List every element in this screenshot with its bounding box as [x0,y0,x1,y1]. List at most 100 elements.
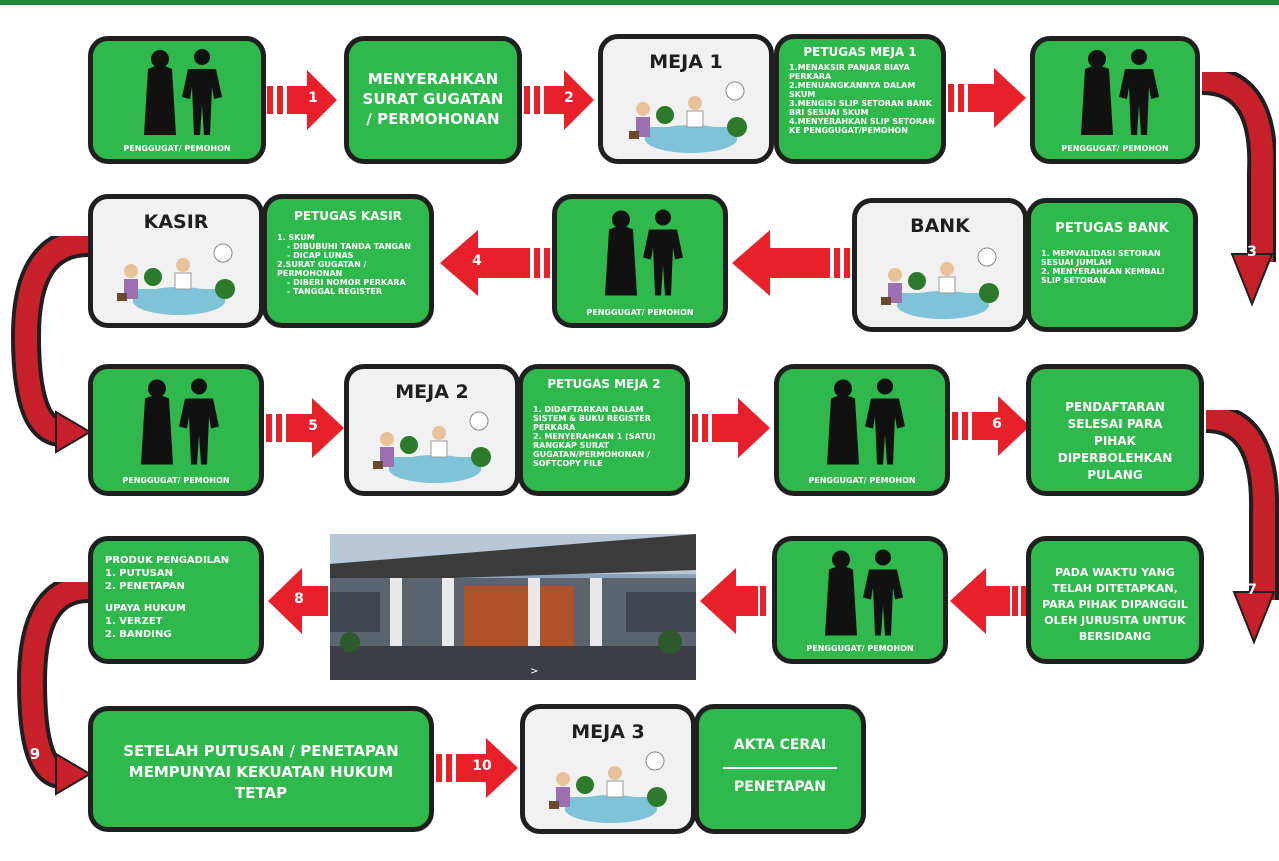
list-item: - DICAP LUNAS [287,251,354,260]
divider [723,767,837,769]
meja2-panel-title: PETUGAS MEJA 2 [547,377,661,391]
court-building-photo: > [330,534,696,680]
curved-arrow-3 [1201,72,1276,307]
list-item: 1. DIDAFTARKAN DALAM SISTEM & BUKU REGIS… [533,405,651,432]
pemohon-card-2: PENGGUGAT/ PEMOHON [1030,36,1200,164]
kasir-card: KASIR [88,194,264,328]
akta-text: AKTA CERAI [733,737,827,753]
arrow-left-9 [700,568,766,634]
produk-item-1: 1. PUTUSAN [105,568,173,579]
pemohon-label: PENGGUGAT/ PEMOHON [808,476,916,485]
list-item: - DIBERI NOMOR PERKARA [287,278,406,287]
couple-figures-icon [605,209,683,296]
meja3-title: MEJA 3 [571,721,645,743]
pemohon-label: PENGGUGAT/ PEMOHON [1061,144,1169,153]
arrow-left-4 [440,230,550,296]
service-desk-icon [373,411,491,483]
putusan-card: SETELAH PUTUSAN / PENETAPAN MEMPUNYAI KE… [88,706,434,832]
meja2-card: MEJA 2 [344,364,520,496]
pemohon-card-5: PENGGUGAT/ PEMOHON [774,364,950,496]
step-number-4: 4 [472,253,482,269]
bank-panel-title: PETUGAS BANK [1055,221,1169,236]
kasir-panel-title: PETUGAS KASIR [294,209,402,223]
putusan-text: SETELAH PUTUSAN / PENETAPAN MEMPUNYAI KE… [123,742,399,802]
curved-arrow-7 [1205,410,1279,645]
upaya-item-2: 2. BANDING [105,629,172,640]
kasir-task-list: 1. SKUM - DIBUBUHI TANDA TANGAN - DICAP … [277,233,423,296]
service-desk-icon [629,81,747,153]
upaya-title: UPAYA HUKUM [105,603,186,614]
meja1-card: MEJA 1 [598,34,774,164]
building-image [330,534,696,680]
list-item: 2. MENYERAHKAN KEMBALI SLIP SETORAN [1041,267,1165,285]
top-accent-bar [0,0,1279,5]
photo-caption: > [530,666,539,677]
arrow-left-10 [950,568,1027,634]
sidang-text: PADA WAKTU YANG TELAH DITETAPKAN, PARA P… [1042,566,1188,643]
pemohon-label: PENGGUGAT/ PEMOHON [123,144,231,153]
list-item: 2. MENYERAHKAN 1 (SATU) RANGKAP SURAT GU… [533,432,656,468]
submit-card: MENYERAHKAN SURAT GUGATAN / PERMOHONAN [344,36,522,164]
curved-arrow-left [10,236,92,454]
list-item: 4.MENYERAHKAN SLIP SETORAN KE PENGGUGAT/… [789,117,935,135]
arrow-right-2 [524,70,594,130]
service-desk-icon [881,247,999,319]
arrow-right-3 [948,68,1026,128]
step-number-8: 8 [294,591,304,607]
list-item: 1.MENAKSIR PANJAR BIAYA PERKARA [789,63,910,81]
step-number-1: 1 [308,90,318,106]
step-number-2: 2 [564,90,574,106]
kasir-title: KASIR [143,211,209,233]
step-number-9: 9 [29,745,41,763]
arrow-right-5 [266,398,344,458]
couple-figures-icon [144,49,222,135]
step-number-7: 7 [1247,582,1257,598]
meja1-task-list: 1.MENAKSIR PANJAR BIAYA PERKARA 2.MENUAN… [789,63,935,135]
list-item: 3.MENGISI SLIP SETORAN BANK BRI SESUAI S… [789,99,932,117]
list-item: - DIBUBUHI TANDA TANGAN [287,242,411,251]
list-item: 2.MENUANGKANNYA DALAM SKUM [789,81,916,99]
sidang-card: PADA WAKTU YANG TELAH DITETAPKAN, PARA P… [1026,536,1204,664]
pemohon-card-1: PENGGUGAT/ PEMOHON [88,36,266,164]
selesai-card: PENDAFTARAN SELESAI PARA PIHAK DIPERBOLE… [1026,364,1204,496]
service-desk-icon [549,751,667,823]
meja2-title: MEJA 2 [395,381,469,403]
meja2-panel: PETUGAS MEJA 2 1. DIDAFTARKAN DALAM SIST… [518,364,690,496]
pemohon-label: PENGGUGAT/ PEMOHON [586,308,694,317]
akta-panel: AKTA CERAI PENETAPAN [694,704,866,834]
arrow-right-1 [267,70,337,130]
upaya-item-1: 1. VERZET [105,616,163,627]
penetapan-text: PENETAPAN [734,779,826,795]
step-number-3: 3 [1247,244,1257,260]
list-item: 1. SKUM [277,233,315,242]
bank-panel: PETUGAS BANK 1. MEMVALIDASI SETORAN SESU… [1026,198,1198,332]
kasir-panel: PETUGAS KASIR 1. SKUM - DIBUBUHI TANDA T… [262,194,434,328]
meja3-card: MEJA 3 [520,704,696,834]
pemohon-label: PENGGUGAT/ PEMOHON [806,644,914,653]
couple-figures-icon [827,378,905,465]
meja1-title: MEJA 1 [649,51,723,73]
pemohon-card-4: PENGGUGAT/ PEMOHON [88,364,264,496]
arrow-left-8 [268,568,328,634]
submit-text: MENYERAHKAN SURAT GUGATAN / PERMOHONAN [362,70,504,128]
bank-card: BANK [852,198,1028,332]
arrow-right-6a [692,398,770,458]
couple-figures-icon [141,378,219,465]
produk-title: PRODUK PENGADILAN [105,555,230,566]
step-number-5: 5 [308,418,318,434]
pemohon-label: PENGGUGAT/ PEMOHON [122,476,230,485]
step-number-10: 10 [472,758,492,774]
arrow-right-6 [952,396,1030,456]
bank-title: BANK [910,215,970,237]
meja2-task-list: 1. DIDAFTARKAN DALAM SISTEM & BUKU REGIS… [533,405,679,468]
pemohon-card-6: PENGGUGAT/ PEMOHON [772,536,948,664]
produk-item-2: 2. PENETAPAN [105,581,185,592]
arrow-left-5 [732,230,850,296]
list-item: 1. MEMVALIDASI SETORAN SESUAI JUMLAH [1041,249,1161,267]
curved-arrow-9 [16,582,92,796]
couple-figures-icon [1081,49,1159,135]
pemohon-card-3: PENGGUGAT/ PEMOHON [552,194,728,328]
selesai-text: PENDAFTARAN SELESAI PARA PIHAK DIPERBOLE… [1057,400,1173,482]
service-desk-icon [117,243,235,315]
bank-task-list: 1. MEMVALIDASI SETORAN SESUAI JUMLAH 2. … [1041,249,1187,285]
